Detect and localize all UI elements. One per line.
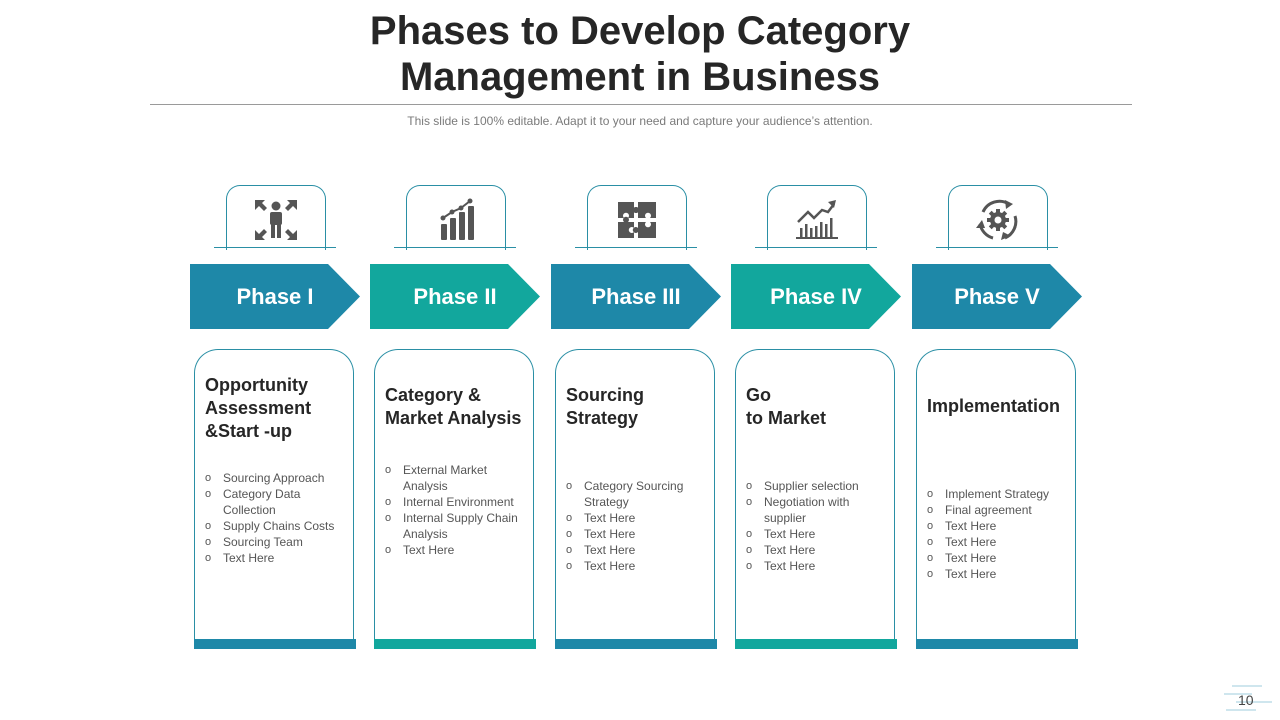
growth-chart-icon <box>796 200 838 239</box>
phase-2-list: External Market Analysis Internal Enviro… <box>385 462 527 558</box>
bar-chart-icon <box>440 198 474 240</box>
decorative-lines-icon <box>1224 685 1272 711</box>
phase-5-label: Phase V <box>954 284 1040 309</box>
phase-4-list: Supplier selection Negotiation with supp… <box>746 478 888 574</box>
phase-column-3: Phase III Sourcing Strategy Category Sou… <box>551 0 736 720</box>
list-item: Text Here <box>566 558 708 574</box>
phase-4-label: Phase IV <box>770 284 862 309</box>
phase-5-arrow: Phase V <box>912 264 1082 329</box>
phase-1-label: Phase I <box>236 284 314 309</box>
people-network-icon <box>255 200 297 240</box>
phase-5-icon-box <box>948 185 1048 250</box>
list-item: Category Sourcing Strategy <box>566 478 708 510</box>
phase-3-icon-base <box>575 247 697 248</box>
list-item: Text Here <box>746 526 888 542</box>
list-item: Internal Supply Chain Analysis <box>385 510 527 542</box>
list-item: Sourcing Approach <box>205 470 347 486</box>
phase-column-1: Phase I Opportunity Assessment &Start -u… <box>190 0 375 720</box>
phase-5-heading: Implementation <box>927 396 1061 416</box>
list-item: Supply Chains Costs <box>205 518 347 534</box>
list-item: Text Here <box>927 566 1069 582</box>
list-item: Text Here <box>205 550 347 566</box>
list-item: Text Here <box>566 526 708 542</box>
phase-2-card-bar <box>374 639 536 649</box>
phase-2-arrow: Phase II <box>370 264 540 329</box>
title-line-2: Management in Business <box>399 55 881 99</box>
phase-2-label: Phase II <box>413 284 497 309</box>
phase-3-card: Sourcing Strategy Category Sourcing Stra… <box>555 349 717 649</box>
phase-column-2: Phase II Category & Market Analysis Exte… <box>370 0 555 720</box>
phase-1-list: Sourcing Approach Category Data Collecti… <box>205 470 347 566</box>
list-item: Text Here <box>746 558 888 574</box>
list-item: Text Here <box>927 518 1069 534</box>
phase-2-icon-box <box>406 185 506 250</box>
phase-3-arrow: Phase III <box>551 264 721 329</box>
list-item: Text Here <box>746 542 888 558</box>
phase-2-heading: Category & Market Analysis <box>385 385 522 428</box>
title-divider <box>150 104 1132 105</box>
phase-1-icon-box <box>226 185 326 250</box>
phase-3-card-bar <box>555 639 717 649</box>
list-item: Negotiation with supplier <box>746 494 888 526</box>
slide-subtitle: This slide is 100% editable. Adapt it to… <box>407 114 873 128</box>
puzzle-icon <box>618 202 656 238</box>
title-line-1: Phases to Develop Category <box>369 9 911 53</box>
list-item: Text Here <box>927 534 1069 550</box>
phase-5-card-bar <box>916 639 1078 649</box>
phase-5-list: Implement Strategy Final agreement Text … <box>927 486 1069 582</box>
list-item: Sourcing Team <box>205 534 347 550</box>
list-item: Implement Strategy <box>927 486 1069 502</box>
list-item: Text Here <box>927 550 1069 566</box>
list-item: Text Here <box>566 510 708 526</box>
phase-1-icon-base <box>214 247 336 248</box>
phase-3-list: Category Sourcing Strategy Text Here Tex… <box>566 478 708 574</box>
list-item: Supplier selection <box>746 478 888 494</box>
phase-4-heading: Go to Market <box>746 385 827 428</box>
list-item: Category Data Collection <box>205 486 347 518</box>
phase-3-heading: Sourcing Strategy <box>566 385 645 428</box>
phase-1-heading: Opportunity Assessment &Start -up <box>205 375 312 441</box>
slide-title: Phases to Develop Category Management in… <box>0 8 1280 100</box>
list-item: External Market Analysis <box>385 462 527 494</box>
phase-4-card: Go to Market Supplier selection Negotiat… <box>735 349 897 649</box>
phase-3-label: Phase III <box>591 284 681 309</box>
phase-3-icon-box <box>587 185 687 250</box>
list-item: Text Here <box>385 542 527 558</box>
phase-2-card: Category & Market Analysis External Mark… <box>374 349 536 649</box>
phase-5-card: Implementation Implement Strategy Final … <box>916 349 1078 649</box>
phase-4-card-bar <box>735 639 897 649</box>
phase-1-card: Opportunity Assessment &Start -up Sourci… <box>194 349 356 649</box>
phase-2-icon-base <box>394 247 516 248</box>
phase-column-4: Phase IV Go to Market Supplier selection… <box>731 0 916 720</box>
phase-1-card-bar <box>194 639 356 649</box>
list-item: Internal Environment <box>385 494 527 510</box>
phase-4-icon-base <box>755 247 877 248</box>
phase-4-icon-box <box>767 185 867 250</box>
phase-5-icon-base <box>936 247 1058 248</box>
phase-1-arrow: Phase I <box>190 264 360 329</box>
list-item: Final agreement <box>927 502 1069 518</box>
phase-column-5: Phase V Implementation Implement Strateg… <box>912 0 1097 720</box>
page-number: 10 <box>1238 692 1254 708</box>
gear-cycle-icon <box>976 199 1018 240</box>
list-item: Text Here <box>566 542 708 558</box>
phase-4-arrow: Phase IV <box>731 264 901 329</box>
